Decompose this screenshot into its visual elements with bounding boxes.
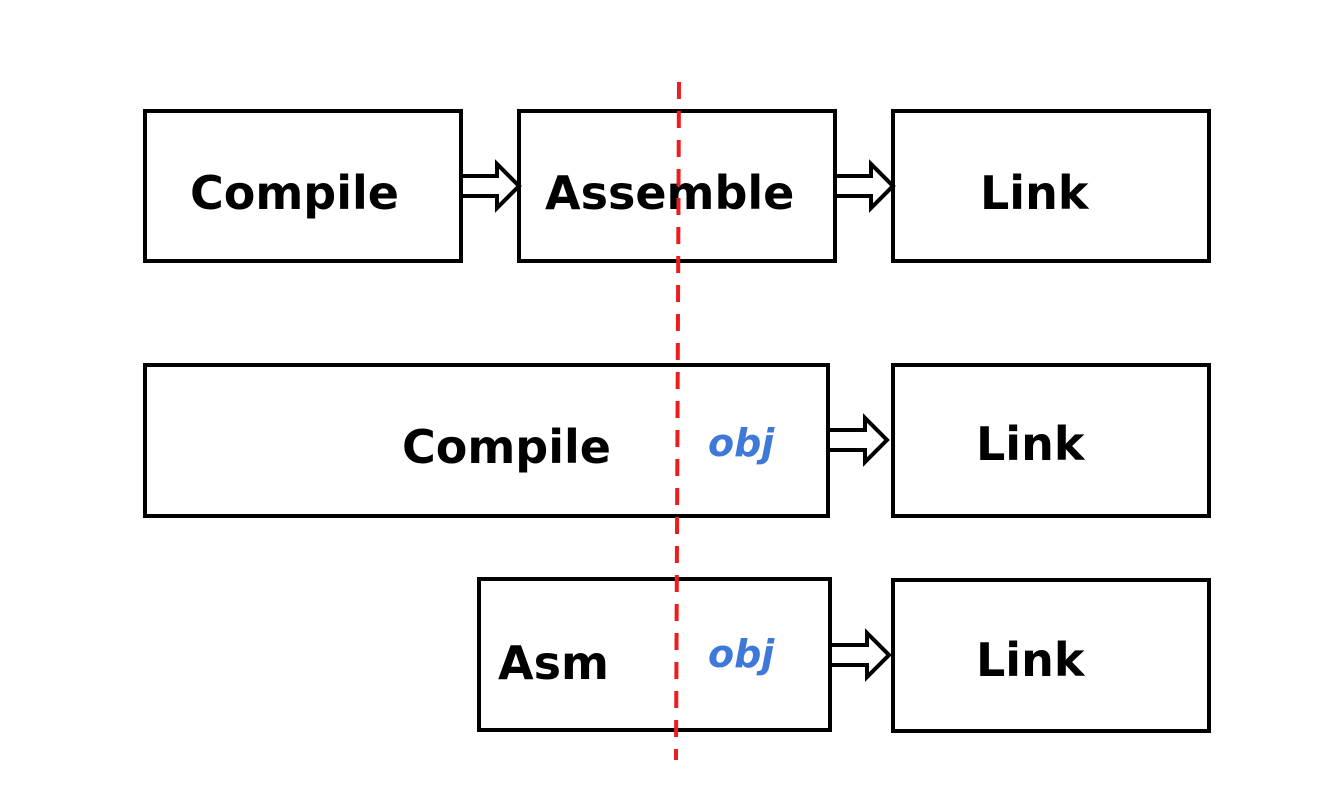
- row3-link-box: [891, 578, 1211, 733]
- row2-obj-label: obj: [708, 421, 775, 465]
- row3-asm-box: [477, 577, 832, 732]
- row3-obj-to-link-arrow-icon: [828, 628, 892, 682]
- row1-assemble-to-link-arrow-icon: [833, 159, 896, 213]
- row1-compile-box: [143, 109, 463, 263]
- row2-compile-label: Compile: [402, 420, 611, 474]
- row1-link-label: Link: [980, 166, 1089, 220]
- row3-link-label: Link: [976, 633, 1085, 687]
- row3-asm-label: Asm: [498, 636, 609, 690]
- row1-compile-to-assemble-arrow-icon: [459, 159, 522, 213]
- row1-compile-label: Compile: [190, 166, 399, 220]
- row2-obj-to-link-arrow-icon: [826, 413, 890, 467]
- row3-obj-label: obj: [708, 632, 775, 676]
- row2-link-label: Link: [976, 417, 1085, 471]
- row1-assemble-label: Assemble: [545, 166, 795, 220]
- row2-link-box: [891, 363, 1211, 518]
- row2-compile-box: [143, 363, 830, 518]
